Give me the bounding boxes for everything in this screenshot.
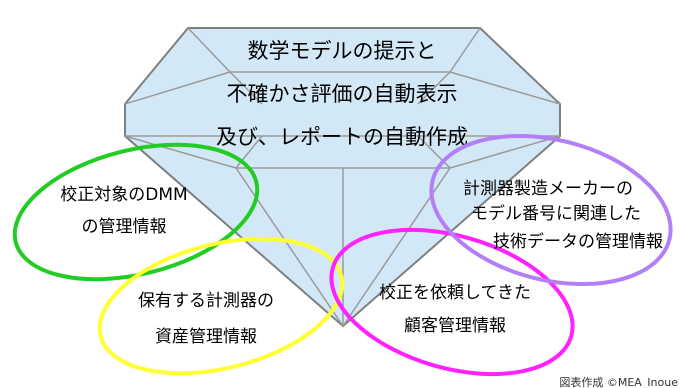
magenta-ellipse xyxy=(329,227,575,377)
bubble-asset-management: 保有する計測器の 資産管理情報 xyxy=(97,236,345,376)
bubble-customer-management: 校正を依頼してきた 顧客管理情報 xyxy=(329,227,575,377)
gem-diamond: 数学モデルの提示と 不確かさ評価の自動表示 及び、レポートの自動作成 xyxy=(124,27,561,328)
gem-title-line1: 数学モデルの提示と xyxy=(248,39,437,63)
magenta-bubble-line1: 校正を依頼してきた xyxy=(379,283,531,303)
gem-title-line2: 不確かさ評価の自動表示 xyxy=(227,82,458,106)
yellow-bubble-line1: 保有する計測器の xyxy=(138,291,274,311)
purple-bubble-line1: 計測器製造メーカーの xyxy=(463,179,633,199)
bubble-technical-data-management: 計測器製造メーカーの モデル番号に関連した 技術データの管理情報 xyxy=(429,133,673,287)
yellow-bubble-line2: 資産管理情報 xyxy=(155,327,257,347)
gem-title-line3: 及び、レポートの自動作成 xyxy=(216,125,468,149)
figure-credit: 図表作成 ©MEA_Inoue xyxy=(559,375,678,388)
purple-ellipse xyxy=(429,133,673,287)
magenta-bubble-line2: 顧客管理情報 xyxy=(404,316,506,336)
green-ellipse xyxy=(12,142,260,282)
yellow-ellipse xyxy=(97,236,345,376)
green-bubble-line1: 校正対象のDMM xyxy=(60,185,187,205)
purple-bubble-line3: 技術データの管理情報 xyxy=(493,231,663,252)
green-bubble-line2: の管理情報 xyxy=(82,217,167,237)
purple-bubble-line2: モデル番号に関連した xyxy=(471,203,641,224)
bubble-dmm-management: 校正対象のDMM の管理情報 xyxy=(12,142,260,282)
